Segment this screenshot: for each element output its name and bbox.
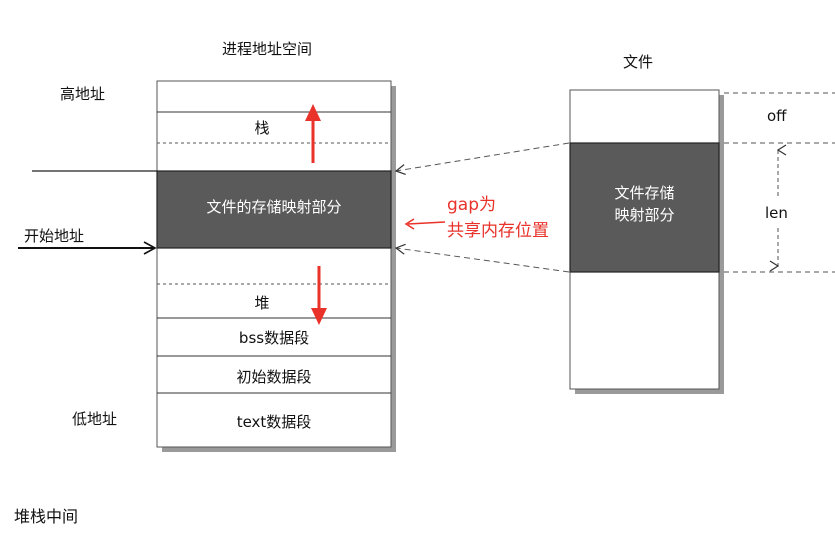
footer-caption: 堆栈中间	[14, 507, 79, 526]
process-box	[156, 80, 392, 448]
init-data-label: 初始数据段	[236, 368, 312, 386]
text-segment-label: text数据段	[236, 413, 312, 431]
annotation-line-2: 共享内存位置	[447, 221, 549, 241]
mapping-label: 文件的存储映射部分	[206, 198, 342, 216]
mapping-region	[156, 170, 392, 249]
mapping-top-connector	[394, 142, 570, 176]
bss-label: bss数据段	[238, 329, 310, 347]
stack-red-arrow	[305, 104, 321, 163]
mapping-bottom-connector	[394, 243, 570, 273]
annotation-pointer	[407, 221, 446, 225]
low-address-label: 低地址	[72, 410, 118, 428]
file-mapped-label-1: 文件存储	[614, 184, 675, 202]
stack-label: 栈	[254, 119, 270, 137]
len-label: len	[765, 204, 788, 222]
process-title: 进程地址空间	[222, 40, 313, 58]
annotation-line-1: gap为	[447, 195, 496, 215]
file-mapped-label-2: 映射部分	[614, 206, 675, 224]
start-address-label: 开始地址	[24, 227, 85, 245]
off-label: off	[767, 107, 787, 125]
file-title: 文件	[623, 53, 654, 71]
heap-red-arrow	[311, 266, 327, 325]
file-mapped-region	[569, 142, 720, 273]
high-address-label: 高地址	[60, 85, 106, 103]
heap-label: 堆	[254, 294, 270, 312]
